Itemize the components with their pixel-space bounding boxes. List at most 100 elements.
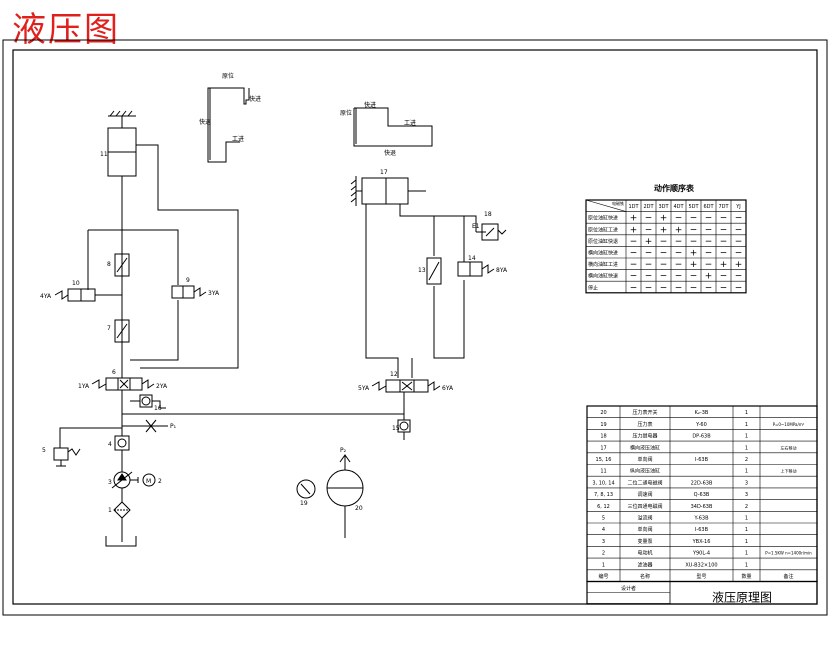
motion-left-label-0: 原位 [222,72,234,80]
action-table-cell: + [735,260,743,270]
label-10: 10 [72,280,80,287]
label-2: 2 [158,478,162,485]
action-table-cell: − [690,272,698,282]
parts-row-model: Y90L-4 [692,551,710,557]
label-19: 19 [300,500,308,507]
action-table-cell: − [630,249,638,259]
action-table-cell: − [660,237,668,247]
parts-row-note: 上下移动 [781,468,797,474]
parts-row-no: 3 [602,539,605,545]
parts-row-qty: 2 [745,504,748,510]
action-table-cell: − [705,225,713,235]
parts-row-model: 22D-63B [691,480,713,486]
action-table-cell: − [675,283,683,293]
label-7: 7 [107,325,111,332]
parts-header-name: 名称 [640,573,650,580]
action-table-row-name-2: 原位油缸快退 [588,238,618,245]
label-12: 12 [390,371,398,378]
label-5: 5 [42,447,46,454]
label-15: 15 [392,425,400,432]
action-table-cell: − [660,283,668,293]
action-table-col-6: 7DT [718,204,729,210]
label-16: 16 [154,405,162,412]
action-table-cell: − [630,272,638,282]
parts-row-name: 调速阀 [637,491,652,498]
action-table-col-5: 6DT [703,204,714,210]
motion-right-label-0: 快进 [364,101,376,109]
motion-left-label-2: 快退 [199,118,211,126]
parts-row-name: 单向阀 [637,456,652,463]
action-table-cell: + [630,225,638,235]
inner-frame [12,49,818,605]
action-table-cell: + [690,260,698,270]
parts-row-no: 5 [602,516,605,522]
action-table-col-3: 4DT [673,204,684,210]
action-table-row-name-3: 横向油缸快进 [588,250,618,257]
action-table-cell: − [690,237,698,247]
parts-header-no: 编号 [598,573,608,580]
action-table-cell: − [630,283,638,293]
action-table-cell: − [630,237,638,247]
label-20: 20 [355,505,363,512]
parts-row-name: 压力表 [637,421,652,428]
action-table-cell: + [660,225,668,235]
label-17: 17 [380,169,388,176]
label-6: 6 [112,369,116,376]
action-table-row-name-1: 原位油缸工进 [588,226,618,233]
action-table-cell: − [735,249,743,259]
label-1: 1 [108,507,112,514]
motion-right-label-2: 快退 [384,149,396,157]
action-table-cell: + [705,272,713,282]
action-table-cell: − [675,214,683,224]
parts-row-qty: 1 [745,469,748,475]
label-8: 8 [107,261,111,268]
parts-row-model: I-63B [695,527,709,533]
parts-row-model: 34D-63B [691,504,713,510]
parts-row-model: XU-B32×100 [685,562,717,568]
parts-row-name: 溢流阀 [637,515,652,522]
parts-row-name: 单向阀 [637,526,652,533]
action-table-title: 动作顺序表 [654,183,695,193]
parts-row-model: Y-63B [693,516,709,522]
action-table-cell: − [660,249,668,259]
action-table-diagonal [585,199,627,212]
label-1ya: 1YA [78,383,90,390]
parts-row-qty: 1 [745,410,748,416]
action-table-cell: − [705,237,713,247]
action-table-cell: − [675,272,683,282]
label-11: 11 [100,151,108,158]
parts-row-model: YBX-16 [692,539,711,545]
motion-left-label-3: 工进 [232,135,244,143]
action-table-cell: − [690,214,698,224]
label-6ya: 6YA [442,385,454,392]
parts-row-note: 左右移动 [781,444,797,450]
label-9: 9 [186,277,190,284]
action-table-cell: − [705,249,713,259]
action-table-cell: − [645,249,653,259]
page-title: 液压图 [12,10,120,50]
parts-row-name: 二位二通电磁阀 [627,479,662,486]
parts-row-model: DP-63B [692,434,711,440]
label-p1: P₁ [170,423,177,430]
action-table-cell: − [720,283,728,293]
gauge-group [296,454,364,538]
action-table-col-2: 3DT [658,204,669,210]
parts-row-qty: 1 [745,539,748,545]
parts-row-no: 17 [600,445,606,451]
parts-row-model: K₂-3B [695,410,709,416]
action-table-cell: − [675,249,683,259]
label-p2: P₂ [340,447,347,454]
action-table-col-0: 1DT [628,204,639,210]
action-table-row-name-6: 停止 [588,284,598,291]
action-table-cell: − [690,283,698,293]
designer-label: 设计者 [621,585,636,592]
parts-row-no: 6, 12 [597,504,610,510]
motion-right-label-1: 工进 [404,119,416,127]
action-table-cell: − [735,237,743,247]
parts-row-qty: 1 [745,562,748,568]
parts-row-qty: 1 [745,445,748,451]
action-table-cell: − [660,260,668,270]
parts-row-qty: 2 [745,457,748,463]
action-table-cell: + [660,214,668,224]
action-table-cell: + [645,237,653,247]
